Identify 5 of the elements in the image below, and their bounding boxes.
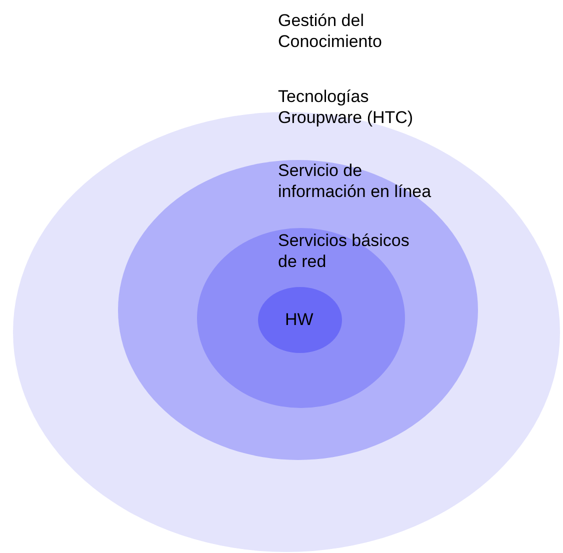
title: Gestión del Conocimiento [278,10,383,52]
ring-label: Servicios básicos de red [278,230,410,272]
ring-label: Servicio de información en línea [278,160,432,202]
ring-label: Tecnologías Groupware (HTC) [278,86,414,128]
ring-label: HW [285,309,314,330]
